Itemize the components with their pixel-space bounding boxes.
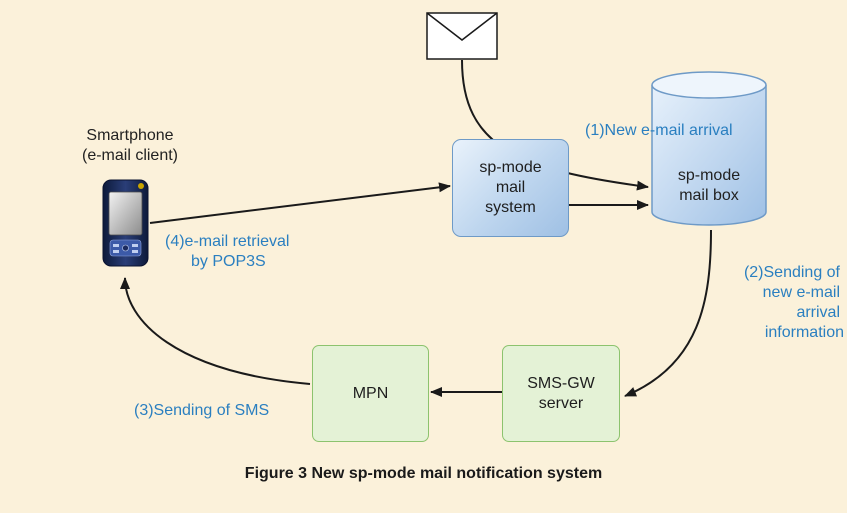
mpn-box: MPN	[312, 345, 429, 442]
sp-mode-mail-system-box: sp-mode mail system	[452, 139, 569, 237]
step-1-label: (1)New e-mail arrival	[585, 122, 733, 139]
step-4-label-line-1: (4)e-mail retrieval	[165, 233, 290, 250]
step-3-label: (3)Sending of SMS	[134, 402, 270, 419]
step-2-label-line-1: (2)Sending of	[743, 264, 840, 281]
step-2-label-line-2: new e-mail	[762, 284, 840, 301]
arrow-mpn-to-smartphone	[120, 277, 311, 385]
arrow-smartphone-to-mail-system	[149, 182, 451, 224]
database-icon	[651, 71, 767, 226]
smartphone-label-line-2: (e-mail client)	[81, 147, 178, 164]
sp-mode-mail-system-label: sp-mode mail system	[479, 159, 542, 216]
mailbox-label-line-1: sp-mode	[677, 167, 741, 184]
arrow-mailbox-to-sms-gw	[624, 229, 712, 397]
step-2-label-line-3: arrival	[796, 304, 840, 321]
smartphone-label-line-1: Smartphone	[86, 127, 174, 144]
envelope-icon	[426, 12, 498, 60]
sms-gw-server-label: SMS-GW server	[527, 374, 595, 412]
smartphone-icon	[102, 179, 149, 267]
sms-gw-server-box: SMS-GW server	[502, 345, 620, 442]
mpn-label: MPN	[352, 384, 389, 402]
step-2-label-line-4: information	[764, 324, 844, 341]
figure-caption: Figure 3 New sp-mode mail notification s…	[244, 465, 603, 482]
step-4-label-line-2: by POP3S	[191, 253, 266, 270]
mailbox-label-line-2: mail box	[679, 187, 739, 204]
